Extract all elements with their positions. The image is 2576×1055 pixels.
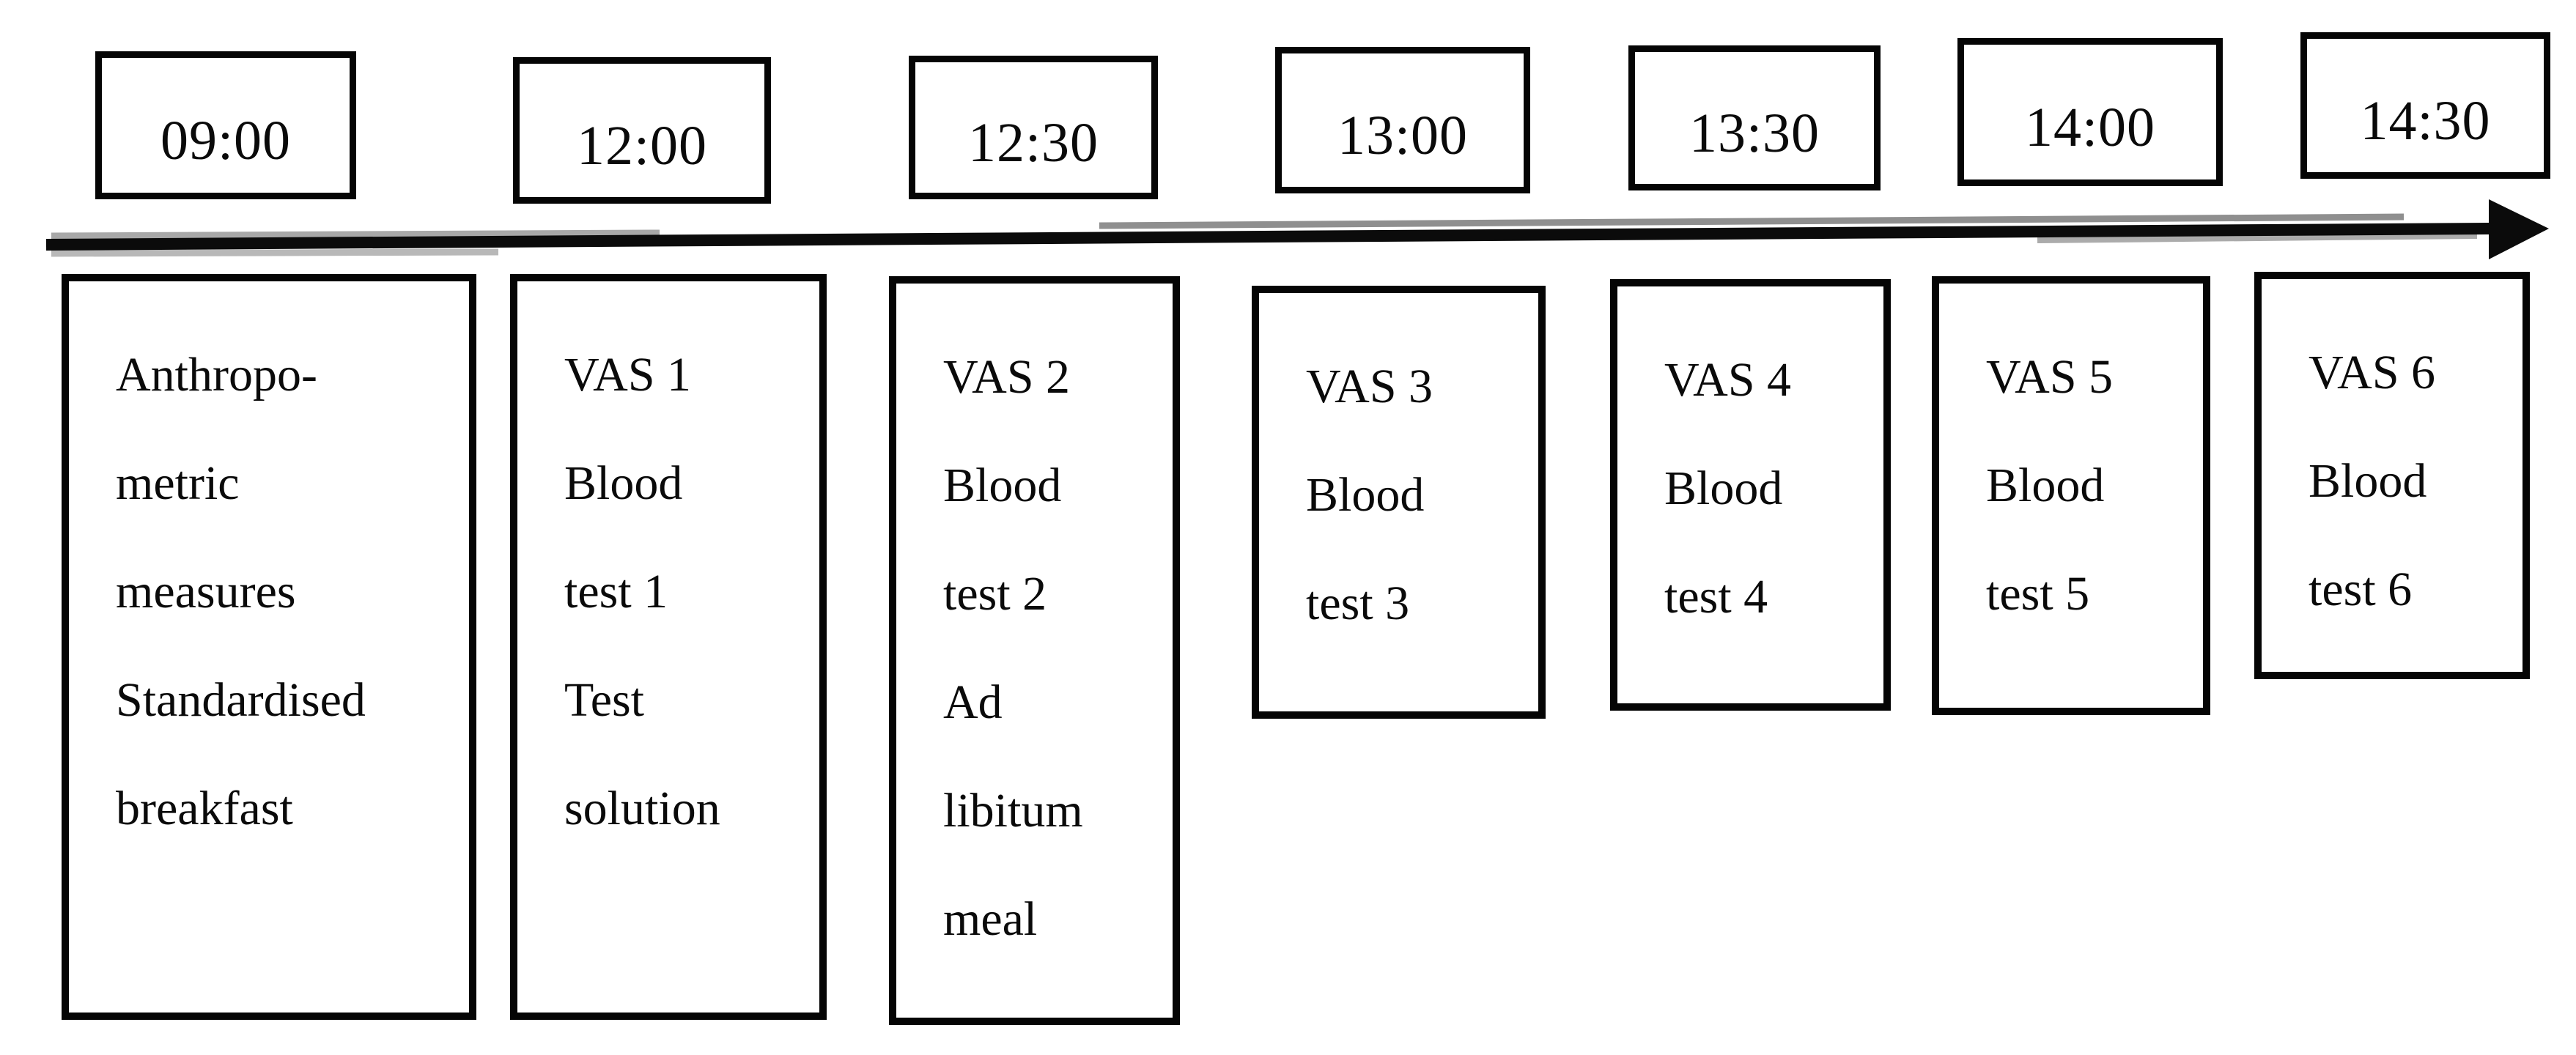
time-label: 12:30 <box>967 111 1099 174</box>
event-box-vas4: VAS 4 Blood test 4 <box>1610 279 1891 711</box>
time-box-1300: 13:00 <box>1275 47 1530 193</box>
event-line: Blood <box>564 456 683 510</box>
event-line: solution <box>564 782 720 835</box>
event-box-vas3: VAS 3 Blood test 3 <box>1252 286 1546 719</box>
event-line: VAS 3 <box>1306 360 1433 413</box>
time-box-1330: 13:30 <box>1628 45 1881 190</box>
time-box-1400: 14:00 <box>1957 38 2223 186</box>
event-box-anthropometric: Anthropo- metric measures Standardised b… <box>62 274 476 1020</box>
event-line: metric <box>116 456 240 510</box>
event-line: test 1 <box>564 565 668 618</box>
event-line: test 4 <box>1664 570 1768 623</box>
event-line: Ad <box>943 675 1003 729</box>
event-line: meal <box>943 892 1038 946</box>
event-line: Blood <box>2309 454 2427 508</box>
timeline-arrow-icon <box>0 198 2576 293</box>
event-line: VAS 1 <box>564 348 692 401</box>
event-line: Blood <box>1306 468 1425 522</box>
event-line: VAS 5 <box>1986 350 2114 404</box>
time-label: 14:30 <box>2360 89 2491 152</box>
event-line: test 6 <box>2309 563 2413 616</box>
time-box-1430: 14:30 <box>2300 32 2550 179</box>
event-box-vas2: VAS 2 Blood test 2 Ad libitum meal <box>889 276 1180 1025</box>
event-line: Standardised <box>116 673 366 727</box>
time-label: 09:00 <box>160 109 292 171</box>
time-label: 13:30 <box>1689 102 1820 164</box>
event-box-vas6: VAS 6 Blood test 6 <box>2254 272 2530 679</box>
event-box-vas1: VAS 1 Blood test 1 Test solution <box>510 274 827 1020</box>
event-line: Blood <box>943 459 1062 512</box>
time-label: 13:00 <box>1337 104 1469 166</box>
event-line: libitum <box>943 784 1083 837</box>
time-label: 12:00 <box>576 114 708 177</box>
event-line: Anthropo- <box>116 348 317 401</box>
event-line: VAS 4 <box>1664 353 1792 407</box>
time-box-1200: 12:00 <box>513 57 771 204</box>
event-box-vas5: VAS 5 Blood test 5 <box>1932 276 2210 715</box>
event-line: measures <box>116 565 296 618</box>
event-line: breakfast <box>116 782 293 835</box>
event-line: Blood <box>1986 459 2105 512</box>
time-box-0900: 09:00 <box>95 51 356 199</box>
event-line: Test <box>564 673 645 727</box>
event-line: VAS 6 <box>2309 346 2436 399</box>
event-line: test 5 <box>1986 567 2090 621</box>
time-box-1230: 12:30 <box>909 56 1158 199</box>
time-label: 14:00 <box>2024 96 2156 158</box>
event-line: test 3 <box>1306 577 1410 630</box>
event-line: test 2 <box>943 567 1047 621</box>
event-line: Blood <box>1664 462 1783 515</box>
event-line: VAS 2 <box>943 350 1071 404</box>
